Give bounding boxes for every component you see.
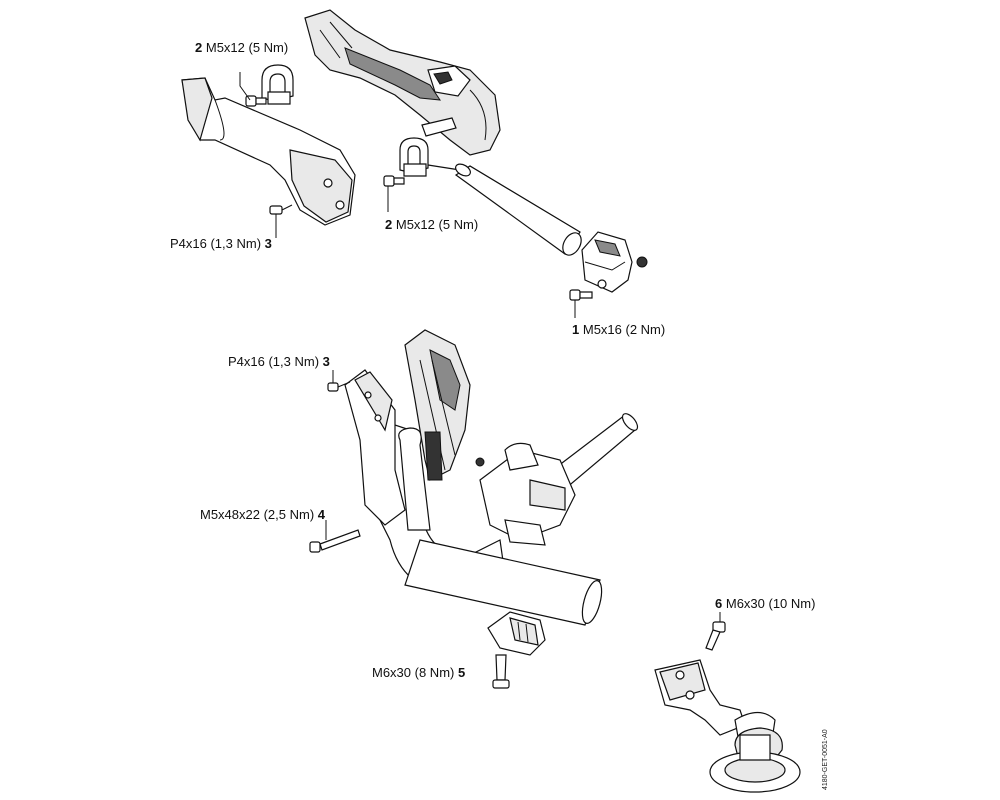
screw-p4x16-upper [270, 205, 292, 238]
callout-number: 5 [457, 665, 466, 680]
control-handle-top [305, 10, 500, 155]
callout-screw-p4x16-middle: P4x16 (1,3 Nm) 3 [228, 354, 330, 369]
callout-screw-m5x16: 1 M5x16 (2 Nm) [572, 322, 665, 337]
screw-m5x12-upper [240, 72, 266, 106]
nut-small [637, 257, 647, 267]
callout-spec: M6x30 (10 Nm) [725, 596, 816, 611]
callout-screw-m6x30-upper: 6 M6x30 (10 Nm) [715, 596, 815, 611]
callout-number: 2 [195, 40, 203, 55]
end-cap-part [582, 232, 632, 292]
callout-spec: P4x16 (1,3 Nm) [170, 236, 262, 251]
left-grip-sleeve [182, 78, 355, 225]
callout-screw-m5x12-upper: 2 M5x12 (5 Nm) [195, 40, 288, 55]
callout-number: 6 [715, 596, 723, 611]
screw-m5x48x22 [310, 520, 360, 552]
callout-spec: M6x30 (8 Nm) [372, 665, 455, 680]
callout-number: 1 [572, 322, 580, 337]
callout-number: 3 [264, 236, 272, 251]
callout-spec: M5x48x22 (2,5 Nm) [200, 507, 315, 522]
callout-spec: P4x16 (1,3 Nm) [228, 354, 320, 369]
bottom-bracket [488, 612, 545, 655]
handle-frame-assembly [345, 330, 640, 625]
callout-number: 3 [322, 354, 330, 369]
screw-m6x30-upper [706, 612, 725, 650]
screw-m6x30-lower [493, 655, 509, 688]
clamp-upper-left [262, 65, 293, 104]
callout-screw-p4x16-upper: P4x16 (1,3 Nm) 3 [170, 236, 272, 251]
screw-m5x12-lower [384, 176, 404, 212]
callout-number: 2 [385, 217, 393, 232]
callout-screw-m5x48x22: M5x48x22 (2,5 Nm) 4 [200, 507, 325, 522]
screw-m5x16 [570, 290, 592, 318]
callout-number: 4 [317, 507, 326, 522]
callout-spec: M5x12 (5 Nm) [395, 217, 479, 232]
screw-p4x16-middle [328, 370, 350, 391]
callout-spec: M5x12 (5 Nm) [205, 40, 289, 55]
clamp-middle [400, 138, 428, 176]
callout-spec: M5x16 (2 Nm) [582, 322, 666, 337]
drawing-code: 4180-GET-0051-A0 [822, 729, 829, 790]
gear-head-assembly [655, 660, 800, 792]
callout-screw-m6x30-lower: M6x30 (8 Nm) 5 [372, 665, 465, 680]
callout-screw-m5x12-lower: 2 M5x12 (5 Nm) [385, 217, 478, 232]
shaft-tube [428, 162, 585, 259]
